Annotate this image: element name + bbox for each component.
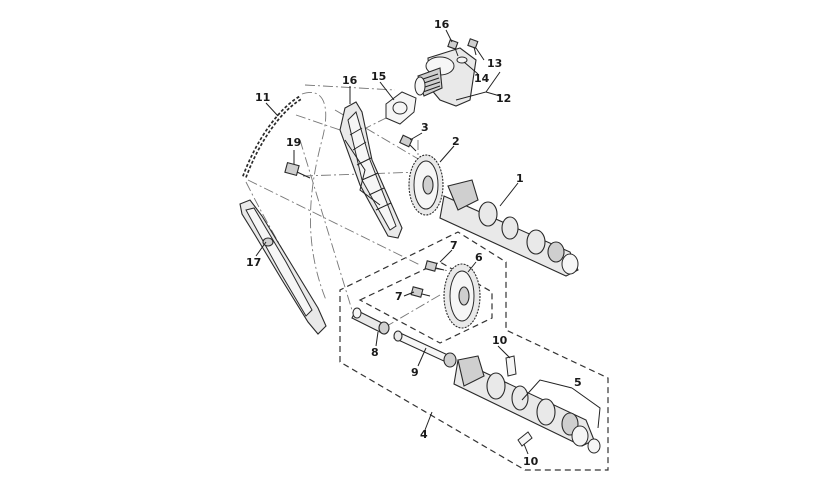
intake-sprocket-bolt-7b	[410, 286, 431, 298]
callout-14: 14	[474, 72, 490, 85]
intake-sprocket-bolt-7a	[424, 260, 445, 272]
camshaft-assembly-boundary	[339, 231, 609, 471]
callout-5: 5	[574, 376, 582, 389]
sprocket-bolt-3	[399, 134, 417, 152]
callout-9: 9	[411, 366, 419, 379]
decompressor-rod-8	[351, 307, 390, 335]
chain-guide	[339, 101, 403, 239]
callout-2: 2	[452, 135, 460, 148]
callout-8: 8	[371, 346, 379, 359]
tensioner-bolt-16	[447, 39, 459, 57]
tensioner-bolt-13	[467, 38, 479, 56]
intake-camshaft	[453, 355, 601, 454]
tensioner-arm	[239, 199, 327, 335]
exhaust-cam-sprocket	[408, 154, 444, 216]
callout-12: 12	[496, 92, 511, 105]
callout-7-upper: 7	[450, 239, 458, 252]
callout-17: 17	[246, 256, 261, 269]
callout-labels: 16 13 14 12 15 16 11 3 2 19 1 7 6 17 7 1…	[246, 18, 582, 468]
callout-7-lower: 7	[395, 290, 403, 303]
exhaust-camshaft	[439, 179, 579, 277]
guide-pin-19	[284, 161, 311, 179]
dowel-pin-10b	[517, 431, 533, 447]
leader-lines	[255, 29, 601, 455]
decompressor-rod-9	[393, 330, 457, 368]
intake-cam-sprocket	[443, 263, 481, 329]
callout-10-upper: 10	[492, 334, 508, 347]
callout-3: 3	[421, 121, 429, 134]
callout-16-guide: 16	[342, 74, 358, 87]
callout-6: 6	[475, 251, 483, 264]
callout-4: 4	[420, 428, 428, 441]
dowel-pin-10a	[505, 355, 517, 377]
callout-15: 15	[371, 70, 386, 83]
tensioner-washer-14	[456, 56, 468, 64]
callout-13: 13	[487, 57, 502, 70]
gasket	[385, 91, 417, 125]
callout-16-top: 16	[434, 18, 450, 31]
callout-10-lower: 10	[523, 455, 539, 468]
callout-19: 19	[286, 136, 301, 149]
callout-1: 1	[516, 172, 524, 185]
callout-11: 11	[255, 91, 270, 104]
